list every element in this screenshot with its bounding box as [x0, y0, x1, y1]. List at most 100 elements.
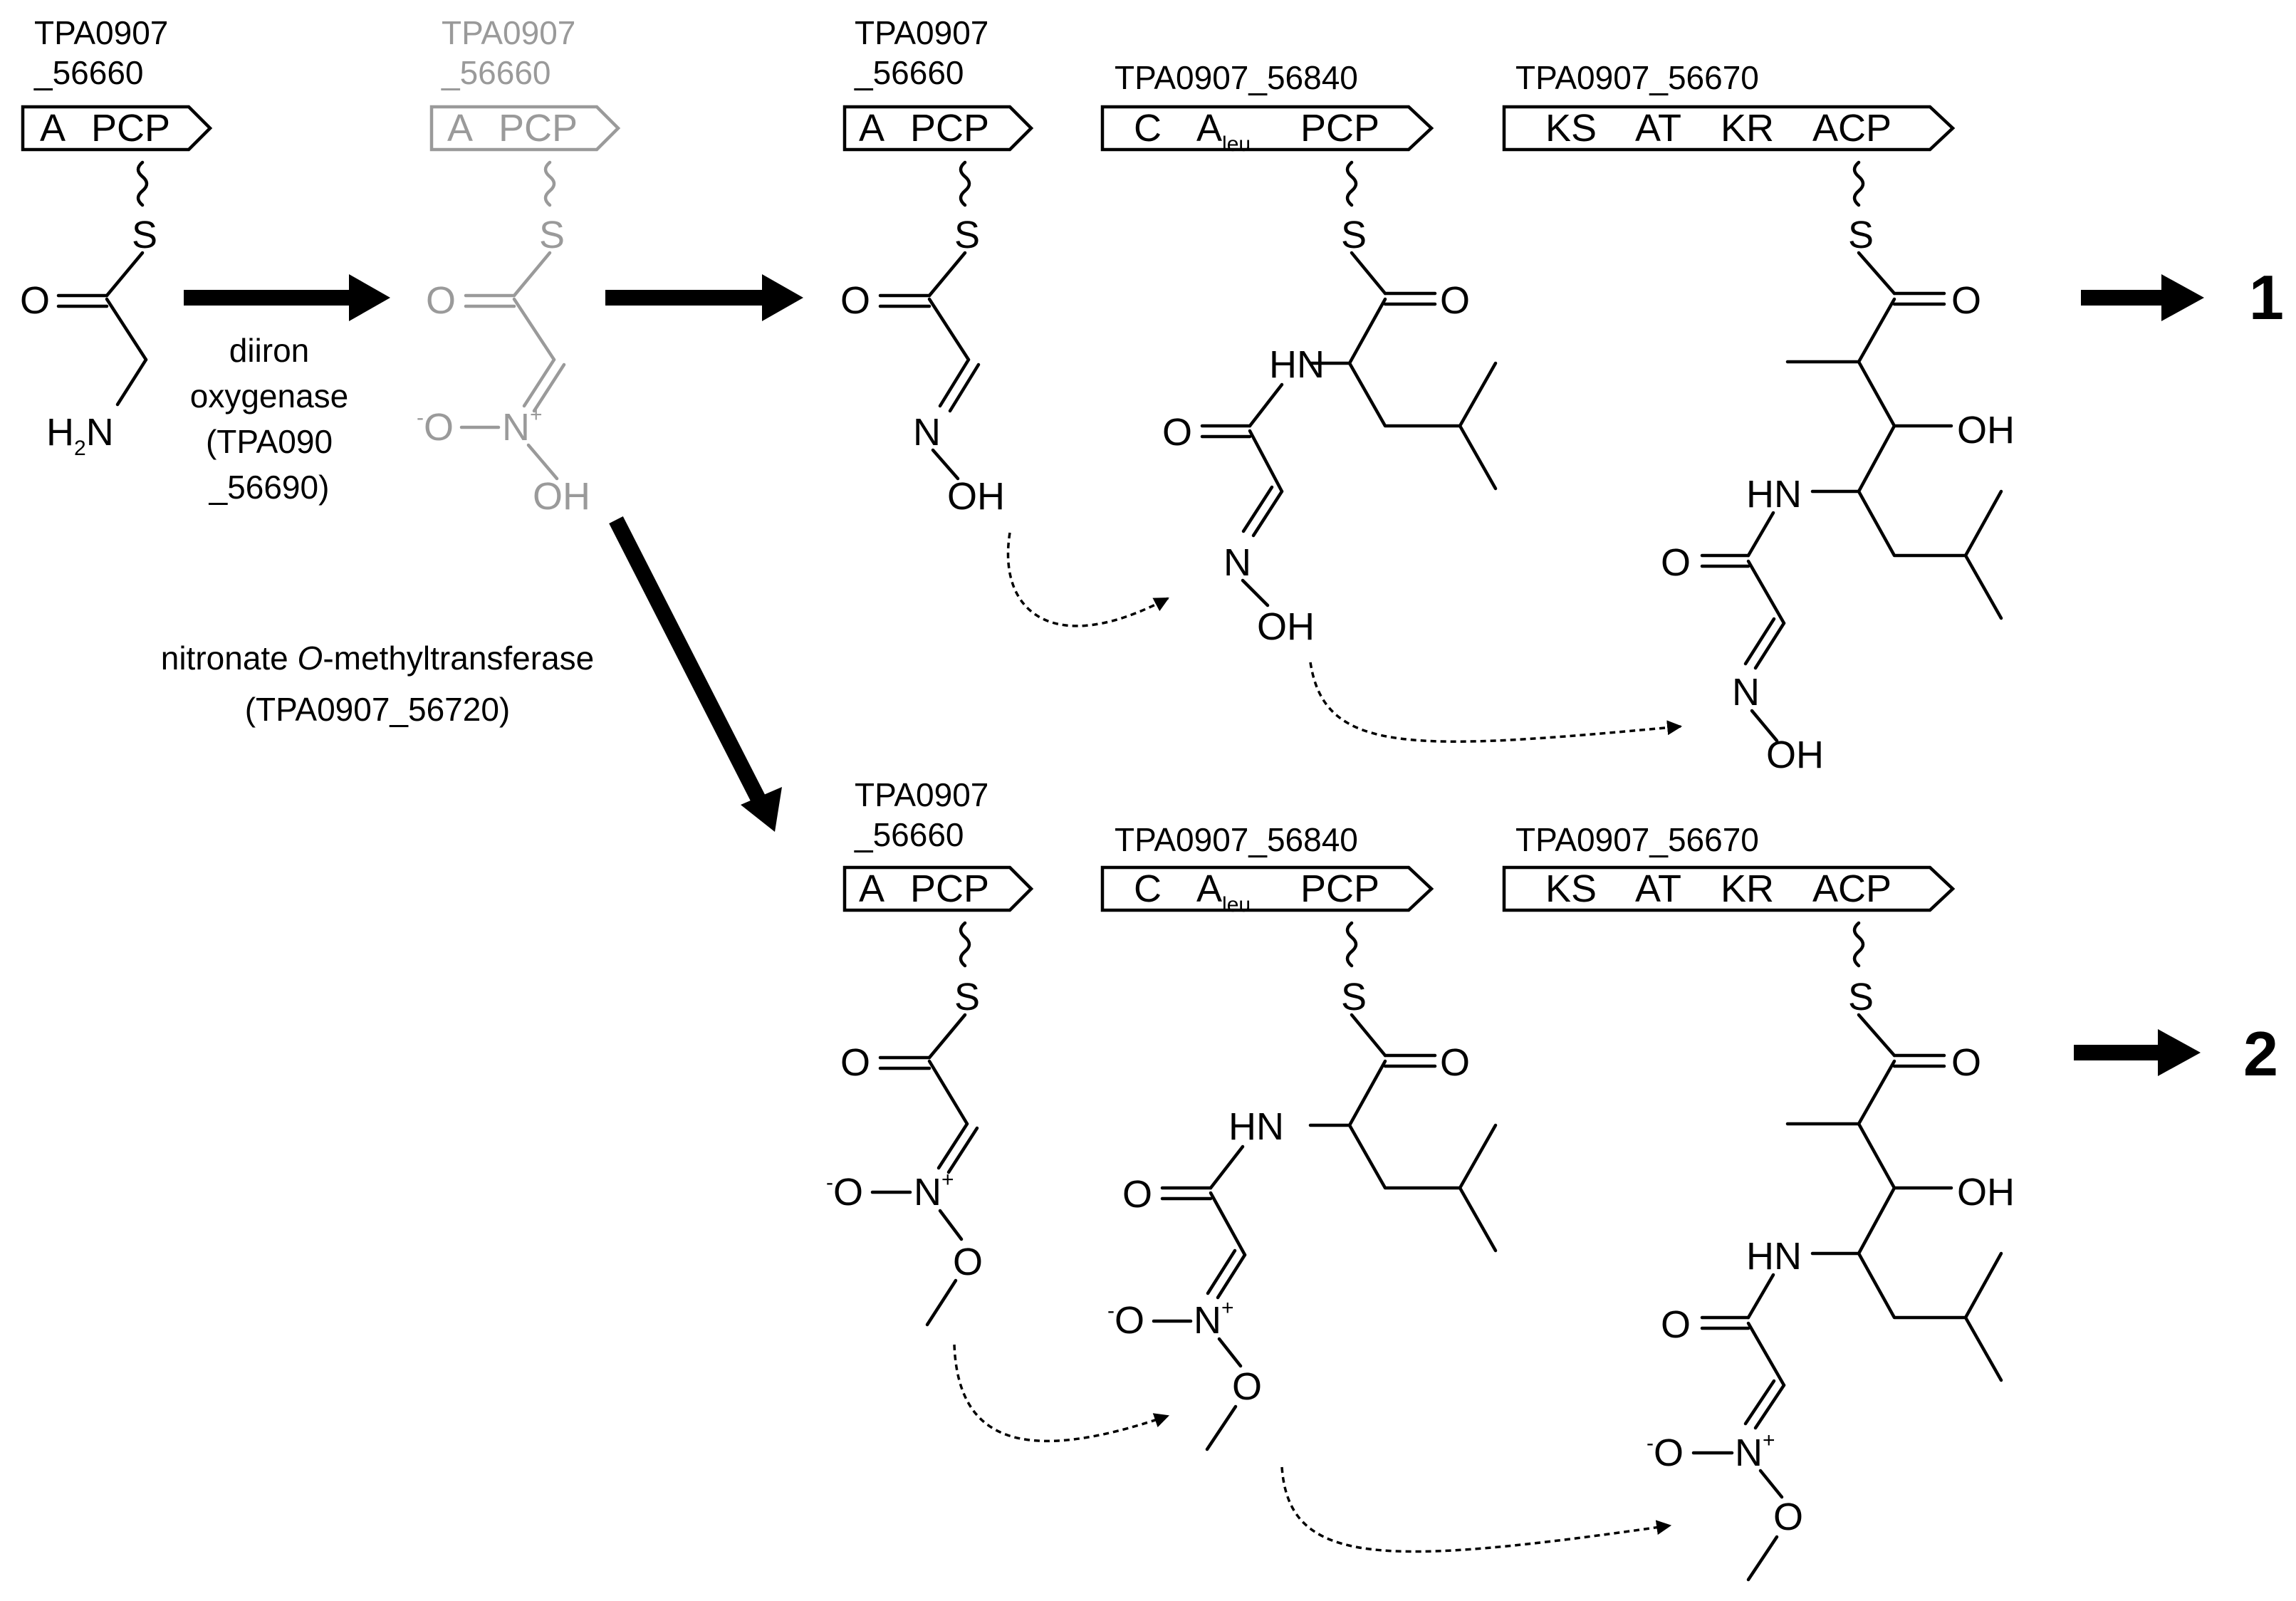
phosphopantetheine-wavy-bond — [136, 160, 149, 207]
gene-label-56660-line2: _56660 — [33, 54, 144, 91]
svg-text:HN: HN — [1269, 343, 1325, 386]
svg-text:TPA0907_56840: TPA0907_56840 — [1115, 821, 1358, 858]
svg-text:N: N — [1732, 671, 1760, 714]
svg-text:A: A — [859, 867, 885, 910]
atom-s: S — [132, 214, 157, 256]
svg-text:OH: OH — [947, 475, 1005, 518]
svg-text:O: O — [1951, 279, 1981, 322]
svg-text:KS: KS — [1545, 107, 1597, 150]
gene-label-56660-line1-grey: TPA0907 — [442, 14, 575, 51]
atom-n-plus-grey: N+ — [502, 403, 543, 449]
transfer-arrow-bottom-1 — [953, 1344, 1169, 1443]
svg-text:HN: HN — [1746, 473, 1802, 516]
svg-text:(TPA0907_56720): (TPA0907_56720) — [245, 691, 511, 728]
transfer-arrow-bottom-2 — [1280, 1466, 1672, 1553]
product-2-label: 2 — [2243, 1018, 2278, 1089]
svg-text:HN: HN — [1746, 1235, 1802, 1278]
svg-text:Aleu: Aleu — [1196, 107, 1251, 156]
enzyme-label-diiron-oxygenase: diiron oxygenase (TPA090 _56690) — [190, 332, 349, 506]
svg-text:N: N — [913, 411, 941, 454]
svg-text:N+: N+ — [1735, 1429, 1775, 1474]
bottom-pks-module: TPA0907_56670 KS AT KR ACP S O OH HN O -… — [1502, 821, 2015, 1582]
svg-text:oxygenase: oxygenase — [190, 377, 349, 414]
svg-text:O: O — [1773, 1496, 1803, 1538]
svg-text:PCP: PCP — [1300, 867, 1379, 910]
product-1-label: 1 — [2249, 262, 2284, 333]
atom-o: O — [20, 279, 50, 322]
svg-text:N+: N+ — [914, 1168, 954, 1214]
atom-h2n: H2N — [46, 411, 114, 460]
gene-label-56660-line2-grey: _56660 — [441, 54, 551, 91]
transfer-arrow-top-1 — [1006, 532, 1169, 627]
carbonyl-double-bond — [56, 293, 109, 308]
svg-text:nitronate O-methyltransferase: nitronate O-methyltransferase — [161, 640, 595, 677]
svg-text:A: A — [447, 107, 473, 150]
svg-text:AT: AT — [1635, 867, 1681, 910]
svg-text:OH: OH — [533, 475, 590, 518]
svg-text:C: C — [1134, 107, 1162, 150]
svg-text:KR: KR — [1721, 867, 1774, 910]
svg-text:O: O — [1661, 1303, 1691, 1346]
svg-text:ACP: ACP — [1812, 107, 1891, 150]
domain-a: A — [40, 107, 66, 150]
glycine-pcp-group: TPA0907 _56660 A PCP S O H2N — [20, 14, 213, 460]
svg-text:O: O — [1951, 1041, 1981, 1084]
svg-text:S: S — [1848, 976, 1874, 1018]
svg-text:S: S — [539, 214, 565, 256]
gene-label-56660-line1: TPA0907 — [34, 14, 168, 51]
top-a-pcp-oxime: TPA0907 _56660 A PCP S O N OH — [840, 14, 1034, 518]
svg-text:O: O — [1232, 1365, 1262, 1408]
svg-text:PCP: PCP — [1300, 107, 1379, 150]
svg-text:PCP: PCP — [910, 867, 989, 910]
svg-text:O: O — [426, 279, 456, 322]
svg-text:O: O — [1162, 411, 1192, 454]
bottom-a-pcp-methylnitronate: TPA0907 _56660 A PCP S O -O N+ O — [826, 776, 1034, 1327]
svg-text:O: O — [840, 279, 870, 322]
svg-text:O: O — [1440, 1041, 1470, 1084]
svg-text:S: S — [1341, 976, 1367, 1018]
domain-pcp: PCP — [91, 107, 170, 150]
svg-text:TPA0907: TPA0907 — [855, 776, 988, 813]
svg-text:S: S — [954, 976, 980, 1018]
svg-text:OH: OH — [1957, 1171, 2015, 1214]
svg-text:OH: OH — [1766, 734, 1824, 776]
svg-text:TPA0907_56670: TPA0907_56670 — [1515, 59, 1759, 96]
svg-text:C: C — [1134, 867, 1162, 910]
svg-text:O: O — [1122, 1173, 1152, 1216]
svg-text:(TPA090: (TPA090 — [206, 423, 333, 460]
svg-text:O: O — [953, 1241, 983, 1283]
svg-text:ACP: ACP — [1812, 867, 1891, 910]
svg-text:A: A — [859, 107, 885, 150]
svg-text:_56660: _56660 — [854, 816, 964, 853]
top-c-aleu-pcp-module: TPA0907_56840 C Aleu PCP S O HN O N OH — [1100, 59, 1498, 648]
svg-text:KR: KR — [1721, 107, 1774, 150]
svg-text:O: O — [840, 1041, 870, 1084]
svg-text:AT: AT — [1635, 107, 1681, 150]
atom-o-minus-grey: -O — [417, 406, 454, 449]
a-pcp-module-grey: A PCP — [429, 105, 621, 152]
svg-text:HN: HN — [1228, 1105, 1284, 1148]
svg-text:N+: N+ — [1194, 1296, 1234, 1342]
svg-text:OH: OH — [1957, 409, 2015, 452]
svg-text:S: S — [954, 214, 980, 256]
svg-text:PCP: PCP — [499, 107, 578, 150]
svg-text:KS: KS — [1545, 867, 1597, 910]
svg-text:S: S — [1848, 214, 1874, 256]
a-pcp-module: A PCP — [21, 105, 213, 152]
svg-text:-O: -O — [826, 1171, 863, 1214]
svg-text:Aleu: Aleu — [1196, 867, 1251, 917]
enzyme-label-nitronate-o-methyltransferase: nitronate O-methyltransferase (TPA0907_5… — [161, 640, 595, 728]
svg-text:O: O — [1440, 279, 1470, 322]
svg-text:OH: OH — [1257, 605, 1315, 648]
svg-text:O: O — [1661, 541, 1691, 584]
nitronate-intermediate-group: TPA0907 _56660 A PCP S O -O N+ OH — [417, 14, 621, 518]
svg-text:TPA0907_56840: TPA0907_56840 — [1115, 59, 1358, 96]
svg-text:N: N — [1223, 541, 1251, 584]
reaction-arrow-methylation — [609, 516, 768, 807]
svg-text:_56690): _56690) — [209, 469, 330, 506]
transfer-arrow-top-2 — [1309, 662, 1683, 743]
svg-text:_56660: _56660 — [854, 54, 964, 91]
svg-text:TPA0907_56670: TPA0907_56670 — [1515, 821, 1759, 858]
reaction-arrow-oxidation-head — [349, 274, 390, 321]
